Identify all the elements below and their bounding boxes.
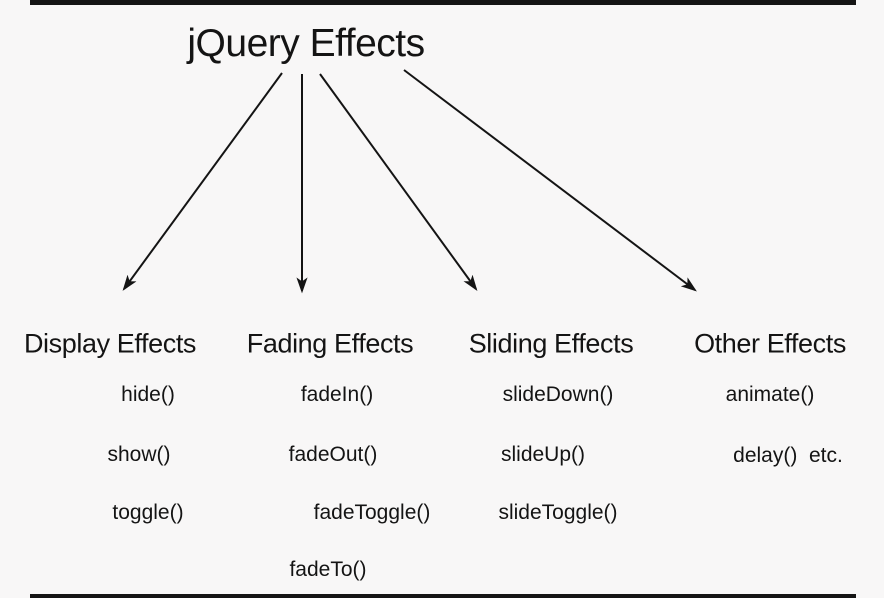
method-fadein: fadeIn() [300, 383, 374, 406]
top-border-bar [30, 0, 856, 5]
arrow-to-sliding-effects [319, 73, 478, 291]
method-slideup: slideUp() [500, 443, 586, 466]
method-hide: hide() [121, 383, 175, 406]
method-slidetoggle: slideToggle() [498, 501, 618, 524]
method-slidedown: slideDown() [502, 383, 614, 406]
arrow-to-display-effects [122, 72, 283, 291]
column-header-sliding-effects: Sliding Effects [468, 328, 634, 359]
method-fadeout: fadeOut() [288, 443, 378, 466]
column-header-other-effects: Other Effects [694, 328, 846, 359]
arrow-to-other-effects [403, 69, 697, 292]
diagram-title: jQuery Effects [187, 22, 425, 65]
column-header-fading-effects: Fading Effects [246, 328, 414, 359]
column-header-display-effects: Display Effects [23, 328, 197, 359]
method-show: show() [107, 443, 171, 466]
method-animate: animate() [725, 383, 815, 406]
method-delay-etc: delay() etc. [733, 444, 843, 467]
method-fadetoggle: fadeToggle() [313, 501, 431, 524]
bottom-border-bar [30, 594, 856, 598]
method-toggle: toggle() [112, 501, 184, 524]
method-fadeto: fadeTo() [289, 558, 367, 581]
